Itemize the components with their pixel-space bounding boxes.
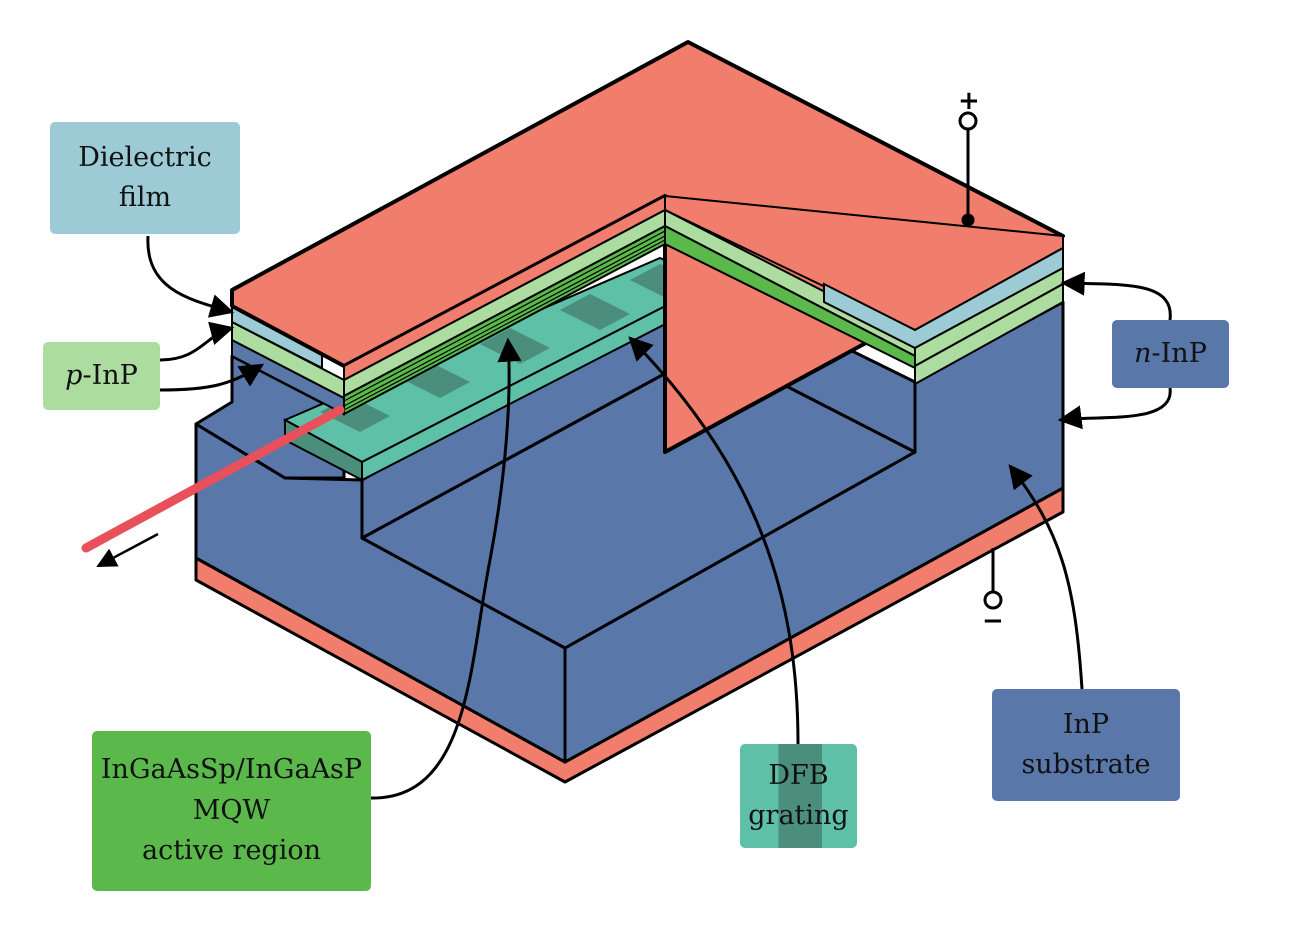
inp-substrate-label: InP substrate	[992, 689, 1180, 801]
n-inp-prefix: n	[1134, 337, 1152, 369]
p-inp-suffix: -InP	[82, 359, 138, 391]
emission-arrow	[96, 532, 159, 568]
n-inp-arrow-upper	[1060, 271, 1172, 321]
n-inp-suffix: -InP	[1151, 337, 1207, 369]
dielectric-arrow	[146, 235, 235, 318]
positive-terminal-sign: +	[958, 86, 980, 116]
p-inp-arrow-upper	[159, 321, 235, 362]
p-inp-prefix: p	[65, 359, 83, 391]
n-inp-layer-right	[914, 282, 1064, 386]
p-inp-label: p-InP	[43, 342, 160, 410]
substrate-arrow	[1008, 464, 1084, 690]
dfb-line-2: grating	[748, 800, 849, 831]
dfb-grating-label: DFB grating	[740, 744, 857, 848]
n-inp-label: n-InP	[1112, 320, 1229, 388]
n-inp-arrow-lower	[1057, 387, 1172, 430]
top-contact	[230, 40, 1065, 454]
dielectric-film-label: Dielectric film	[50, 122, 240, 234]
leader-lines	[146, 235, 1172, 800]
mqw-lines	[343, 230, 666, 411]
negative-terminal	[983, 548, 1003, 610]
dielectric-line-2: film	[118, 182, 172, 213]
substrate-line-2: substrate	[1021, 749, 1151, 780]
mqw-line-1: InGaAsSp/InGaAsP	[100, 754, 363, 786]
p-inp-arrow-lower	[159, 363, 265, 392]
dfb-arrow	[628, 336, 800, 745]
mqw-label: InGaAsSp/InGaAsP MQW active region	[92, 731, 371, 891]
substrate-line-1: InP	[1062, 708, 1110, 740]
negative-terminal-sign: −	[982, 606, 1004, 636]
mqw-line-2: MQW	[192, 794, 271, 826]
mqw-line-3: active region	[142, 835, 321, 867]
mqw-arrow	[370, 337, 522, 800]
dfb-line-1: DFB	[768, 759, 829, 791]
dielectric-line-1: Dielectric	[78, 141, 212, 173]
laser-beam	[81, 405, 345, 553]
positive-terminal	[958, 111, 978, 227]
